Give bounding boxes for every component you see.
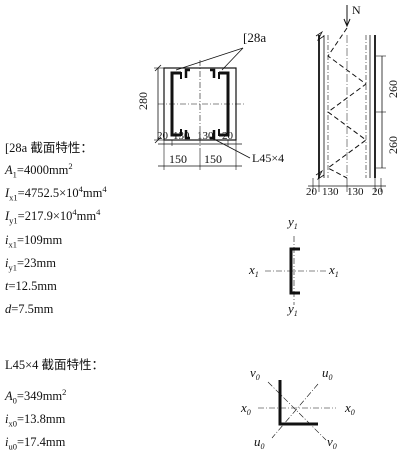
angle-radius-iu0: iu0=17.4mm [5,435,66,452]
axis-x1-right: x1 [328,262,339,279]
axis-u0-top: u0 [322,365,333,382]
channel-inertia-Iy1: Iy1=217.9×104mm4 [5,206,101,226]
channel-radius-iy1: iy1=23mm [5,256,56,273]
angle-properties-title: L45×4 截面特性： [5,358,105,372]
axis-v0-top: v0 [250,365,260,382]
channel-axes-figure [265,236,327,305]
dim-260a: 260 [386,80,400,98]
channel-28a-label: [28a [243,30,266,45]
angle-L45x4-label: L45×4 [252,151,284,165]
channel-area-A1: A1=4000mm2 [5,160,73,180]
dim-150b: 150 [204,152,222,166]
channel-web-d: d=7.5mm [5,302,54,316]
column-elevation [308,5,386,192]
lacing-angle-bl [184,130,190,140]
angle-axes-figure [258,380,336,441]
dim-bottom-20a: 20 [157,130,169,142]
channel-properties-title: [28a 截面特性： [5,141,93,155]
built-up-cross-section [154,47,251,170]
elev-dim-130b: 130 [347,186,364,198]
axis-v0-bottom: v0 [327,434,337,451]
channel-radius-ix1: ix1=109mm [5,233,63,250]
lacing-angle-tl [184,68,190,78]
axis-y1-top: y1 [286,214,298,231]
dim-bottom-130b: 130 [197,130,214,142]
axis-x0-left: x0 [240,400,251,417]
dim-bottom-130a: 130 [173,130,190,142]
axis-x0-right: x0 [344,400,355,417]
axis-y1-bottom: y1 [286,301,298,318]
angle-radius-ix0: ix0=13.8mm [5,412,66,429]
dim-bottom-20b: 20 [222,130,234,142]
axis-u0-bottom: u0 [254,434,265,451]
elev-dim-20b: 20 [372,186,384,198]
dim-280-label: 280 [136,92,150,110]
lacing-angle-tr [210,68,216,78]
channel-inertia-Ix1: Ix1=4752.5×104mm4 [5,183,107,203]
channel-flange-t: t=12.5mm [5,279,57,293]
load-N-label: N [352,3,361,17]
dim-260b: 260 [386,136,400,154]
angle-area-A0: A0=349mm2 [5,386,67,406]
elev-dim-130a: 130 [322,186,339,198]
dim-150a: 150 [169,152,187,166]
elev-dim-20a: 20 [306,186,318,198]
lacing-zigzag [327,27,367,179]
axis-x1-left: x1 [248,262,259,279]
